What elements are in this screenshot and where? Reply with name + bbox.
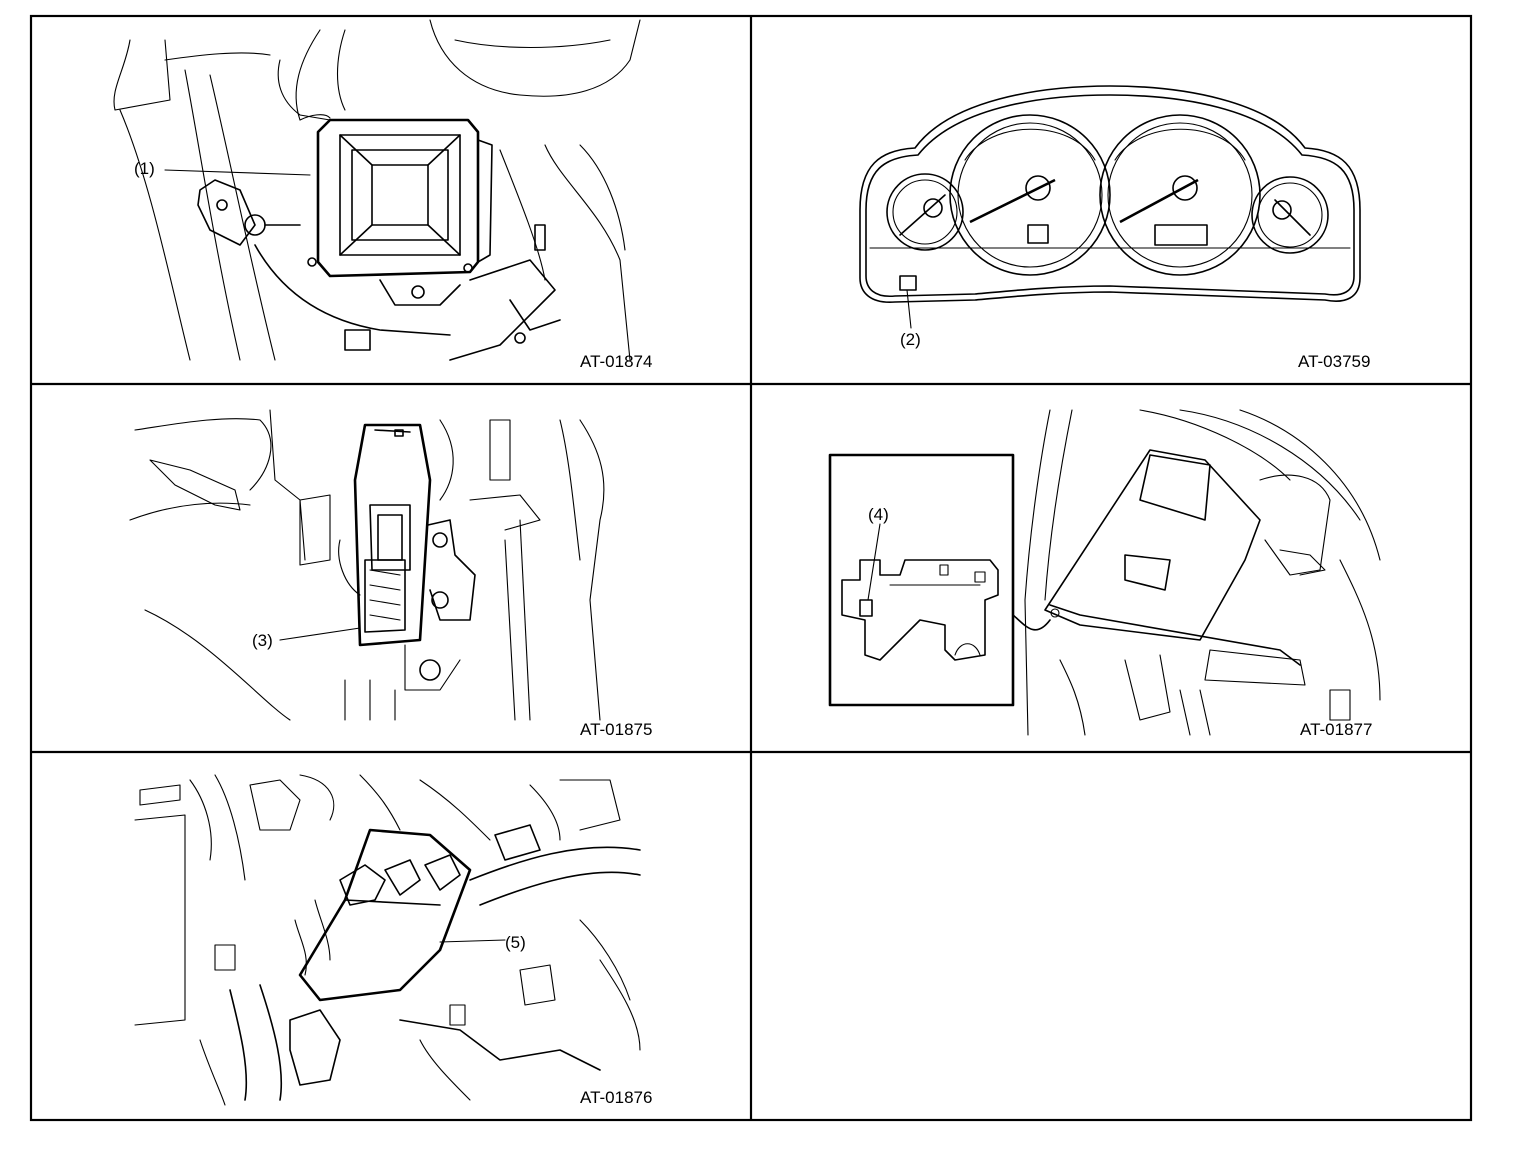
- figure-code-5: AT-01876: [580, 1088, 652, 1107]
- panel-4-illustration: [828, 409, 1381, 736]
- callout-3: (3): [252, 631, 273, 650]
- panel-1-illustration: [113, 19, 641, 361]
- figure-code-4: AT-01877: [1300, 720, 1372, 739]
- callout-2: (2): [900, 330, 921, 349]
- panel-grid: [29, 14, 1473, 1122]
- figure-code-1: AT-01874: [580, 352, 652, 371]
- callout-4: (4): [868, 505, 889, 524]
- panel-2-illustration: [859, 85, 1361, 329]
- figure-code-3: AT-01875: [580, 720, 652, 739]
- callout-1: (1): [134, 159, 155, 178]
- callout-5: (5): [505, 933, 526, 952]
- panel-3-illustration: [129, 409, 605, 721]
- figure-code-2: AT-03759: [1298, 352, 1370, 371]
- panel-5-illustration: [134, 774, 641, 1106]
